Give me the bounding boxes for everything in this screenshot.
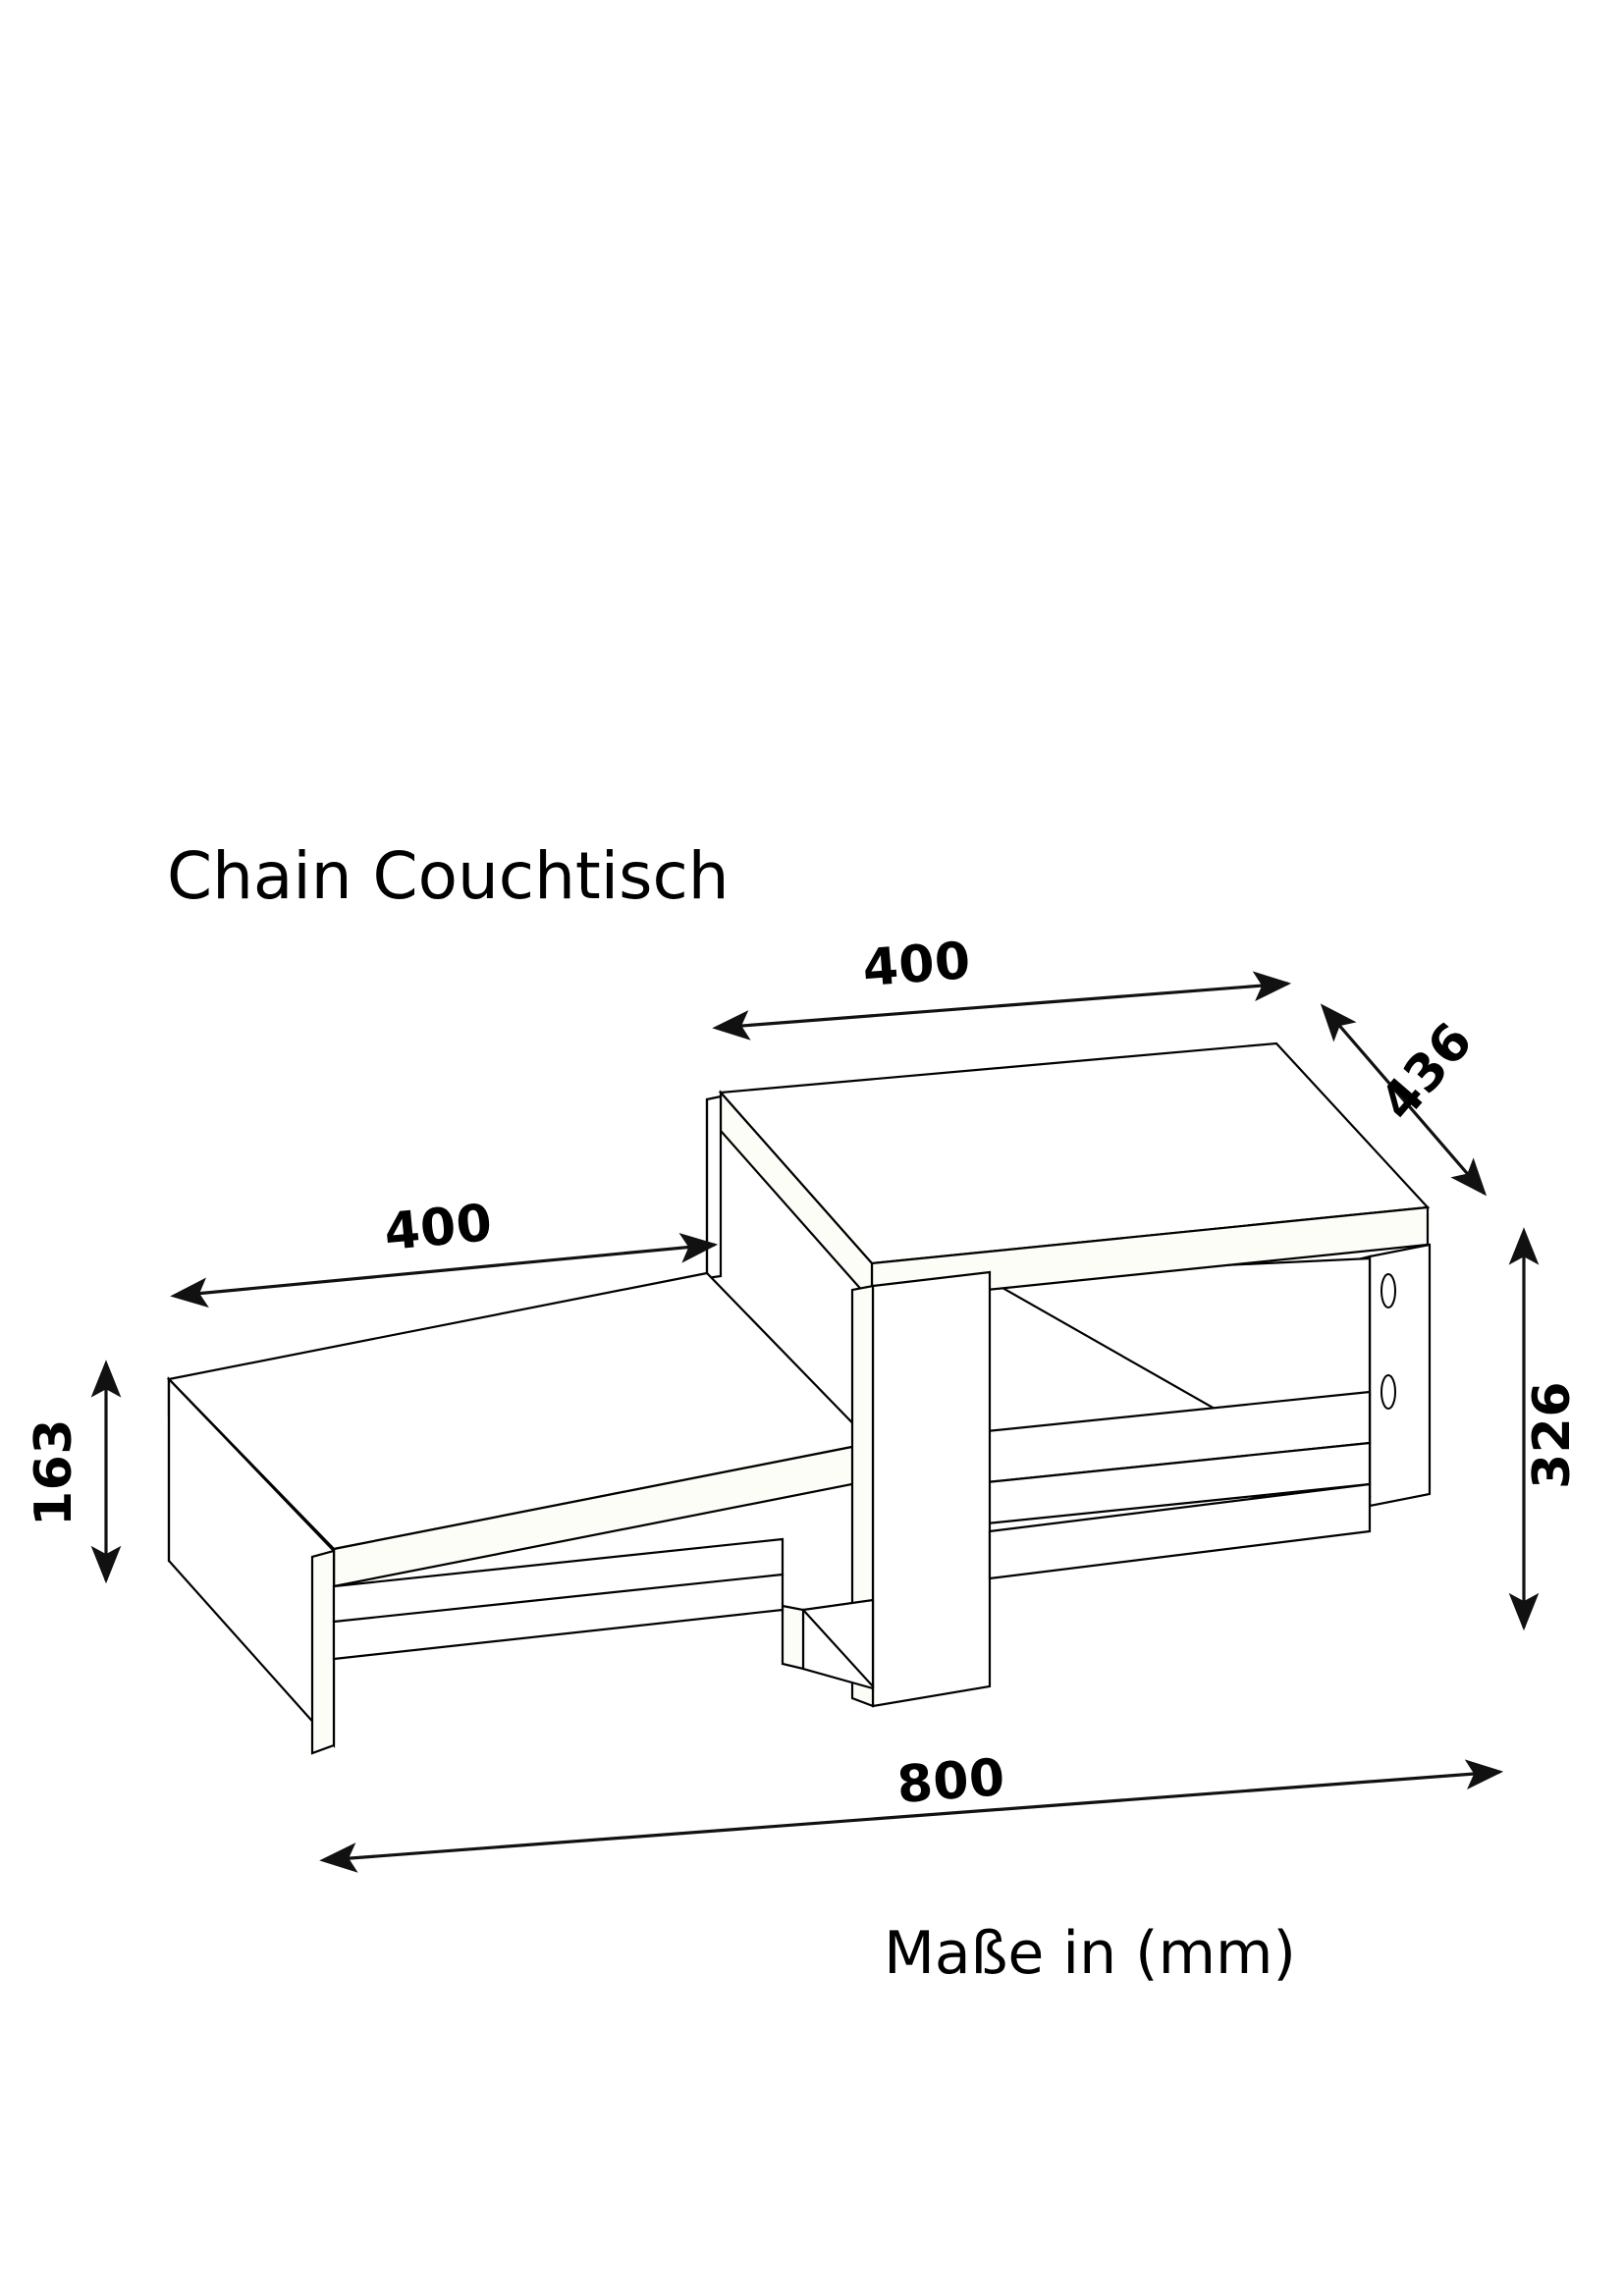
furniture-assembly: [166, 1041, 1432, 1755]
page-title: Chain Couchtisch: [167, 838, 730, 914]
dimension-top-width-label: 400: [861, 932, 973, 998]
upper-top-left-support: [705, 1095, 723, 1280]
dimension-total-width-label: 800: [895, 1748, 1007, 1815]
dimension-lower-height-label: 163: [25, 1418, 83, 1526]
right-lower-apron: [988, 1482, 1372, 1580]
dimension-total-height: 326: [1508, 1227, 1582, 1631]
divider-foot-plate: [781, 1598, 875, 1690]
units-caption: Maße in (mm): [884, 1919, 1296, 1988]
center-divider-panel: [850, 1270, 992, 1708]
dimension-total-width: 800: [319, 1748, 1504, 1873]
dimension-depth-label: 436: [1369, 1012, 1484, 1132]
cam-lock-slot-lower: [1380, 1374, 1396, 1410]
dimension-top-width: 400: [712, 932, 1292, 1041]
upper-table-top: [718, 1041, 1431, 1305]
lower-left-leg: [167, 1376, 336, 1755]
dimension-total-height-label: 326: [1523, 1381, 1582, 1489]
bottom-stretcher: [332, 1537, 785, 1661]
cam-lock-slot-upper: [1380, 1273, 1396, 1308]
dimension-left-width-label: 400: [382, 1194, 495, 1262]
dimension-lower-height: 163: [25, 1360, 122, 1584]
cam-lock-slots: [1380, 1273, 1396, 1410]
dimension-left-width: 400: [170, 1194, 719, 1308]
